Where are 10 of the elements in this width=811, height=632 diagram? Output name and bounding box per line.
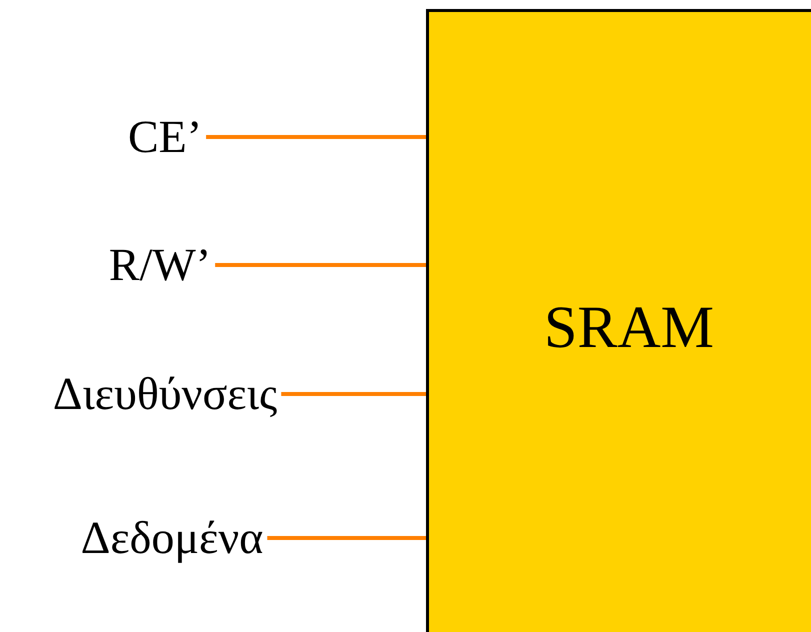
pin-line	[267, 536, 426, 540]
pin-label: CE’	[128, 114, 202, 160]
pin-line	[206, 135, 426, 139]
pin-label: R/W’	[108, 242, 212, 288]
block-title: SRAM	[542, 297, 716, 357]
sram-block	[426, 9, 811, 632]
pin-label: Δεδομένα	[80, 515, 264, 561]
pin-line	[215, 263, 426, 267]
pin-label: Διευθύνσεις	[52, 371, 278, 417]
pin-line	[281, 392, 426, 396]
